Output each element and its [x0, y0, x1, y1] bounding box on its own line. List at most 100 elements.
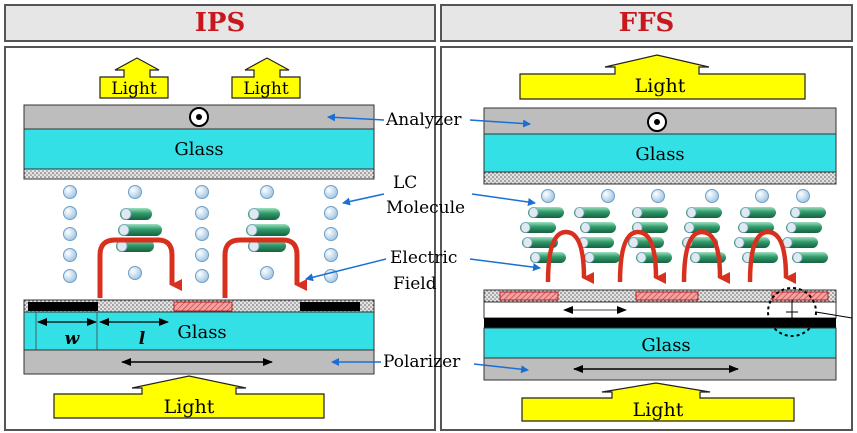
analyzer-pointer-right [469, 119, 531, 128]
ips-l-label: l [139, 329, 146, 349]
electric-field-label-line1: Electric [390, 248, 457, 268]
ips-bottom-glass-label: Glass [177, 322, 226, 343]
ffs-pixel-electrode-3 [771, 291, 829, 301]
ffs-polarization-out-of-plane-icon [647, 112, 667, 132]
lc-sphere-ips-1-0 [128, 185, 142, 199]
ips-pixel-electrode-left [28, 302, 98, 311]
electric-field-pointer-right [469, 258, 541, 272]
ips-polarization-out-of-plane-icon [189, 107, 209, 127]
lc-sphere-ips-2-1 [195, 206, 209, 220]
ips-light-arrow-top-2: Light [231, 57, 301, 99]
lc-sphere-ips-4-4 [324, 269, 338, 283]
lc-pointer-left [342, 193, 385, 206]
ffs-bottom-glass-label: Glass [641, 335, 690, 356]
lc-rod-ips-0-end-cap [120, 208, 132, 220]
ips-light-arrow-top-1: Light [99, 57, 169, 99]
ffs-title: FFS [618, 8, 675, 38]
ffs-title-bar: FFS [440, 4, 853, 42]
lc-sphere-ffs-5 [796, 189, 810, 203]
lc-sphere-ffs-3 [705, 189, 719, 203]
lc-sphere-ips-0-4 [63, 269, 77, 283]
lc-sphere-ips-3-1 [260, 266, 274, 280]
lc-sphere-ips-0-1 [63, 206, 77, 220]
analyzer-pointer-left [327, 113, 385, 122]
lc-sphere-ffs-2 [651, 189, 665, 203]
lc-rod-ffs-23-end-cap [792, 252, 803, 263]
lc-sphere-ips-4-1 [324, 206, 338, 220]
ips-common-electrode [173, 301, 233, 312]
lc-rod-ips-1-end-cap [118, 224, 130, 236]
lc-rod-ffs-6-end-cap [520, 222, 531, 233]
lc-sphere-ffs-0 [541, 189, 555, 203]
lc-sphere-ips-4-0 [324, 185, 338, 199]
ffs-top-glass-label: Glass [635, 144, 684, 165]
lc-rod-ffs-20-end-cap [636, 252, 647, 263]
ffs-bottom-glass [483, 327, 837, 359]
lc-rod-ffs-4-end-cap [740, 207, 751, 218]
ffs-insulator-layer [483, 301, 837, 319]
ffs-pixel-electrode-1 [499, 291, 559, 301]
ffs-light-arrow-bottom: Light [521, 382, 795, 422]
lc-sphere-ips-0-3 [63, 248, 77, 262]
lc-rod-ffs-21-end-cap [690, 252, 701, 263]
lc-sphere-ips-2-0 [195, 185, 209, 199]
lc-sphere-ips-2-3 [195, 248, 209, 262]
ips-top-alignment-layer [23, 168, 375, 180]
lc-rod-ffs-0-end-cap [528, 207, 539, 218]
ips-top-glass-label: Glass [174, 139, 223, 160]
ips-light-top-1-label: Light [111, 79, 157, 99]
lc-rod-ffs-11-end-cap [786, 222, 797, 233]
ips-light-arrow-bottom: Light [53, 375, 325, 419]
lc-rod-ffs-12-end-cap [522, 237, 533, 248]
ffs-lc-rod-molecules [520, 207, 828, 263]
ffs-top-alignment-layer [483, 171, 837, 185]
ips-lc-sphere-columns [63, 185, 338, 283]
ips-title: IPS [194, 8, 246, 38]
ffs-light-bottom-label: Light [633, 399, 684, 421]
polarizer-label: Polarizer [383, 352, 461, 372]
polarizer-pointer-right [473, 363, 529, 374]
lc-sphere-ffs-4 [755, 189, 769, 203]
ffs-electric-field-arrow-4 [747, 229, 797, 284]
lc-rod-ips-4-end-cap [246, 224, 258, 236]
lc-sphere-ips-4-2 [324, 227, 338, 241]
analyzer-label: Analyzer [385, 110, 462, 130]
ffs-electric-field-arrow-2 [617, 229, 667, 284]
lc-rod-ffs-14-end-cap [628, 237, 639, 248]
lc-label-line2: Molecule [386, 198, 465, 218]
lc-sphere-ffs-1 [601, 189, 615, 203]
lc-rod-ffs-3-end-cap [686, 207, 697, 218]
lc-rod-ffs-18-end-cap [530, 252, 541, 263]
lc-sphere-ips-1-1 [128, 266, 142, 280]
lc-rod-ips-4 [246, 224, 290, 236]
ips-w-label: w [65, 329, 81, 349]
ffs-electric-field-arrow-3 [681, 229, 731, 284]
ffs-common-electrode-layer [484, 318, 836, 328]
lc-rod-ffs-9-end-cap [684, 222, 695, 233]
ffs-pixel-electrode-2 [635, 291, 699, 301]
ips-electric-field-arrow-2 [222, 237, 307, 298]
lc-rod-ffs-7-end-cap [580, 222, 591, 233]
lc-rod-ffs-10-end-cap [738, 222, 749, 233]
lc-rod-ffs-1-end-cap [574, 207, 585, 218]
ips-light-bottom-label: Light [164, 396, 215, 418]
lc-sphere-ips-2-4 [195, 269, 209, 283]
lc-sphere-ips-0-2 [63, 227, 77, 241]
ips-light-top-2-label: Light [243, 79, 289, 99]
lc-sphere-ips-3-0 [260, 185, 274, 199]
ips-electric-field-arrow-1 [97, 237, 182, 298]
electric-field-label-line2: Field [393, 274, 437, 294]
lc-rod-ffs-5-end-cap [790, 207, 801, 218]
lc-sphere-ips-0-0 [63, 185, 77, 199]
ffs-electric-field-arrow-1 [545, 229, 595, 284]
ffs-light-top-label: Light [635, 75, 686, 97]
ffs-top-glass [483, 133, 837, 173]
lc-pointer-right [471, 193, 536, 206]
lc-sphere-ips-4-3 [324, 248, 338, 262]
lc-label-line1: LC [393, 173, 417, 193]
ips-title-bar: IPS [4, 4, 436, 42]
ips-top-glass [23, 128, 375, 170]
lc-rod-ips-3-end-cap [248, 208, 260, 220]
ffs-lc-sphere-row [541, 189, 810, 203]
